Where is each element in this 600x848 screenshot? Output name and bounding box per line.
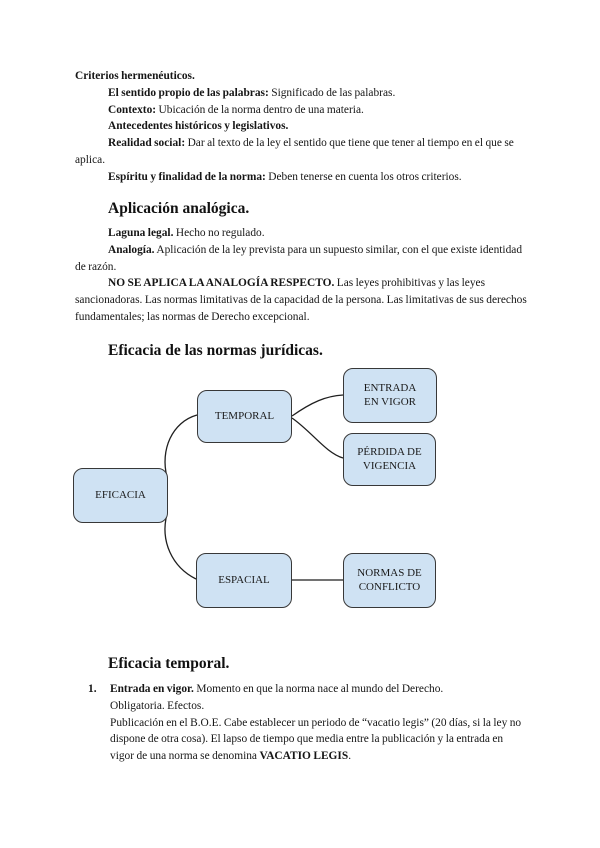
criterio-contexto: Contexto: Ubicación de la norma dentro d…	[75, 102, 529, 119]
list-item-lead: Entrada en vigor.	[110, 683, 194, 695]
node-perdida-de-vigencia-label: PÉRDIDA DE VIGENCIA	[357, 446, 422, 472]
node-temporal-label: TEMPORAL	[214, 409, 275, 422]
section-criterios-hermeneuticos: Criterios hermenéuticos. El sentido prop…	[75, 68, 529, 186]
list-item-first-para: Entrada en vigor. Momento en que la norm…	[110, 681, 529, 698]
criterio-rest: Ubicación de la norma dentro de una mate…	[156, 103, 364, 116]
criterio-rest: Dar al texto de la ley el sentido que ti…	[75, 137, 514, 166]
eficacia-diagram: EFICACIA TEMPORAL ESPACIAL ENTRADA EN VI…	[0, 365, 600, 615]
node-espacial: ESPACIAL	[196, 553, 292, 608]
node-espacial-label: ESPACIAL	[218, 573, 270, 586]
item-analogia: Analogía. Aplicación de la ley prevista …	[75, 242, 529, 276]
list-item-line2: Obligatoria. Efectos.	[110, 699, 205, 712]
item-no-se-aplica: NO SE APLICA LA ANALOGÍA RESPECTO. Las l…	[75, 275, 529, 325]
criterio-rest: Deben tenerse en cuenta los otros criter…	[265, 170, 462, 183]
node-eficacia: EFICACIA	[73, 468, 168, 523]
list-item-number: 1.	[88, 683, 97, 695]
list-item-second-para: Publicación en el B.O.E. Cabe establecer…	[110, 715, 529, 765]
node-entrada-en-vigor: ENTRADA EN VIGOR	[343, 368, 437, 423]
edge-eficacia-temporal	[164, 414, 198, 478]
item-rest: Aplicación de la ley prevista para un su…	[75, 243, 523, 273]
heading-aplicacion-analogica: Aplicación analógica.	[108, 200, 250, 217]
diagram-connectors	[164, 394, 344, 581]
criterio-lead: Espíritu y finalidad de la norma:	[108, 170, 266, 183]
node-perdida-de-vigencia: PÉRDIDA DE VIGENCIA	[343, 433, 436, 486]
criterio-lead: El sentido propio de las palabras:	[108, 86, 269, 99]
criterio-antecedentes: Antecedentes históricos y legislativos.	[75, 118, 529, 135]
heading-eficacia-normas-juridicas: Eficacia de las normas jurídicas.	[108, 342, 323, 359]
item-laguna-legal: Laguna legal. Hecho no regulado.	[75, 225, 529, 242]
section-eficacia-temporal: 1. Entrada en vigor. Momento en que la n…	[75, 681, 529, 765]
edge-eficacia-espacial	[164, 513, 197, 580]
criterio-lead: Realidad social:	[108, 137, 186, 150]
item-rest: Las leyes prohibitivas y las leyes sanci…	[75, 277, 527, 323]
criterios-title: Criterios hermenéuticos.	[75, 68, 529, 85]
node-entrada-en-vigor-label: ENTRADA EN VIGOR	[363, 382, 417, 408]
criterio-lead: Contexto:	[108, 103, 157, 116]
criterio-rest: Significado de las palabras.	[268, 86, 396, 99]
criterio-espiritu: Espíritu y finalidad de la norma: Deben …	[75, 169, 529, 186]
node-eficacia-label: EFICACIA	[95, 488, 146, 501]
node-normas-de-conflicto-label: NORMAS DE CONFLICTO	[357, 567, 422, 593]
heading-eficacia-temporal: Eficacia temporal.	[108, 655, 230, 672]
section-aplicacion-analogica: Laguna legal. Hecho no regulado. Analogí…	[75, 225, 529, 326]
list-item-rest: Momento en que la norma nace al mundo de…	[193, 683, 444, 695]
item-lead: NO SE APLICA LA ANALOGÍA RESPECTO.	[108, 277, 335, 290]
item-rest: Hecho no regulado.	[173, 227, 265, 239]
criterio-sentido-propio: El sentido propio de las palabras: Signi…	[75, 85, 529, 102]
node-normas-de-conflicto: NORMAS DE CONFLICTO	[343, 553, 436, 608]
edge-temporal-perdida-de-vigencia	[291, 417, 344, 459]
criterio-lead: Antecedentes históricos y legislativos.	[108, 120, 289, 133]
edge-temporal-entrada-en-vigor	[291, 394, 344, 417]
item-lead: Analogía.	[108, 243, 155, 256]
criterio-realidad-social: Realidad social: Dar al texto de la ley …	[75, 135, 529, 169]
node-temporal: TEMPORAL	[197, 390, 292, 443]
item-lead: Laguna legal.	[108, 227, 174, 239]
para2-period: .	[348, 750, 352, 763]
vacatio-legis-bold: VACATIO LEGIS	[259, 750, 349, 763]
list-item-entrada-en-vigor: 1. Entrada en vigor. Momento en que la n…	[75, 681, 529, 765]
para2-text: Publicación en el B.O.E. Cabe establecer…	[110, 716, 522, 763]
criterios-title-text: Criterios hermenéuticos.	[75, 70, 195, 82]
